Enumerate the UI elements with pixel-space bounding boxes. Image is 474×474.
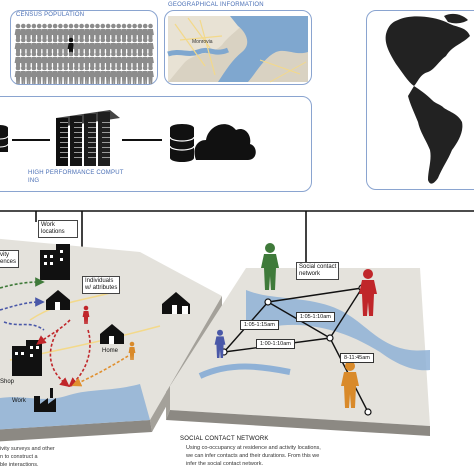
left-caption-line3: ble interactions.: [0, 462, 39, 468]
rack-slot: [74, 132, 82, 133]
label-social-contact-network: Social contact network: [296, 262, 340, 280]
label-shop: Shop: [0, 379, 15, 385]
factory-icon: [34, 388, 56, 412]
right-caption-title: SOCIAL CONTACT NETWORK: [180, 436, 269, 442]
rack-slot: [88, 157, 96, 158]
census-title: CENSUS POPULATION: [16, 12, 85, 18]
left-caption-line2: n to construct a: [0, 454, 38, 460]
work-building-icon: [40, 244, 70, 280]
rack-slot: [74, 152, 82, 153]
label-activity-sequences: vity ences: [0, 250, 20, 268]
right-caption-line1: Using co-occupancy at residence and acti…: [186, 445, 321, 451]
rack-slot: [102, 152, 110, 153]
right-caption-line3: infer the social contact network.: [186, 461, 264, 467]
world-map: [385, 13, 470, 184]
house-icon-3: [162, 292, 190, 314]
rack-slot: [102, 127, 110, 128]
shop-building-icon: [12, 340, 42, 376]
rack-slot: [88, 137, 96, 138]
contact-time-3: 1:00-1:10am: [256, 339, 295, 349]
rack-slot: [60, 127, 68, 128]
geo-title: GEOGRAPHICAL INFORMATION: [168, 2, 264, 8]
geo-map: [167, 16, 308, 83]
rack-slot: [74, 142, 82, 143]
geo-map-city-label: Monrovia: [192, 39, 213, 45]
hpc-caption-line1: HIGH PERFORMANCE COMPUT: [28, 170, 124, 176]
census-person-icon: [147, 65, 154, 84]
census-crowd: [14, 23, 154, 84]
label-home: Home: [102, 348, 119, 354]
rack-slot: [60, 147, 68, 148]
rack-slot: [102, 122, 110, 123]
house-icon-2: [100, 324, 124, 344]
rack-slot: [88, 152, 96, 153]
rack-slot: [102, 157, 110, 158]
server-rack-icon: [56, 110, 120, 166]
rack-slot: [60, 152, 68, 153]
hpc-caption-line2: ING: [28, 178, 40, 184]
left-caption-line1: ivity surveys and other: [0, 446, 55, 452]
rack-slot: [102, 147, 110, 148]
rack-slot: [60, 157, 68, 158]
rack-slot: [102, 137, 110, 138]
rack-slot: [60, 137, 68, 138]
right-caption-line2: we can infer contacts and their duration…: [186, 453, 320, 459]
rack-slot: [60, 132, 68, 133]
contact-time-4: 8-11:45am: [340, 353, 374, 363]
rack-slot: [74, 127, 82, 128]
rack-slot: [88, 142, 96, 143]
label-work: Work: [12, 398, 26, 404]
rack-slot: [74, 137, 82, 138]
rack-slot: [88, 147, 96, 148]
rack-slot: [60, 122, 68, 123]
rack-slot: [88, 122, 96, 123]
label-work-locations: Work locations: [38, 220, 78, 238]
rack-slot: [60, 142, 68, 143]
rack-slot: [88, 127, 96, 128]
rack-slot: [74, 157, 82, 158]
hpc-panel: [0, 96, 312, 192]
disk-stack-left: [0, 125, 9, 152]
contact-time-2: 1:05-1:10am: [296, 312, 335, 322]
rack-slot: [102, 132, 110, 133]
rack-slot: [102, 142, 110, 143]
rack-slot: [88, 132, 96, 133]
rack-slot: [74, 122, 82, 123]
database-cloud-icon: [169, 124, 256, 162]
contact-time-1: 1:05-1:15am: [240, 320, 279, 330]
rack-slot: [74, 147, 82, 148]
house-icon-1: [46, 290, 70, 310]
label-individuals: Individuals w/ attributes: [82, 276, 121, 294]
activity-arrows: [0, 277, 129, 388]
